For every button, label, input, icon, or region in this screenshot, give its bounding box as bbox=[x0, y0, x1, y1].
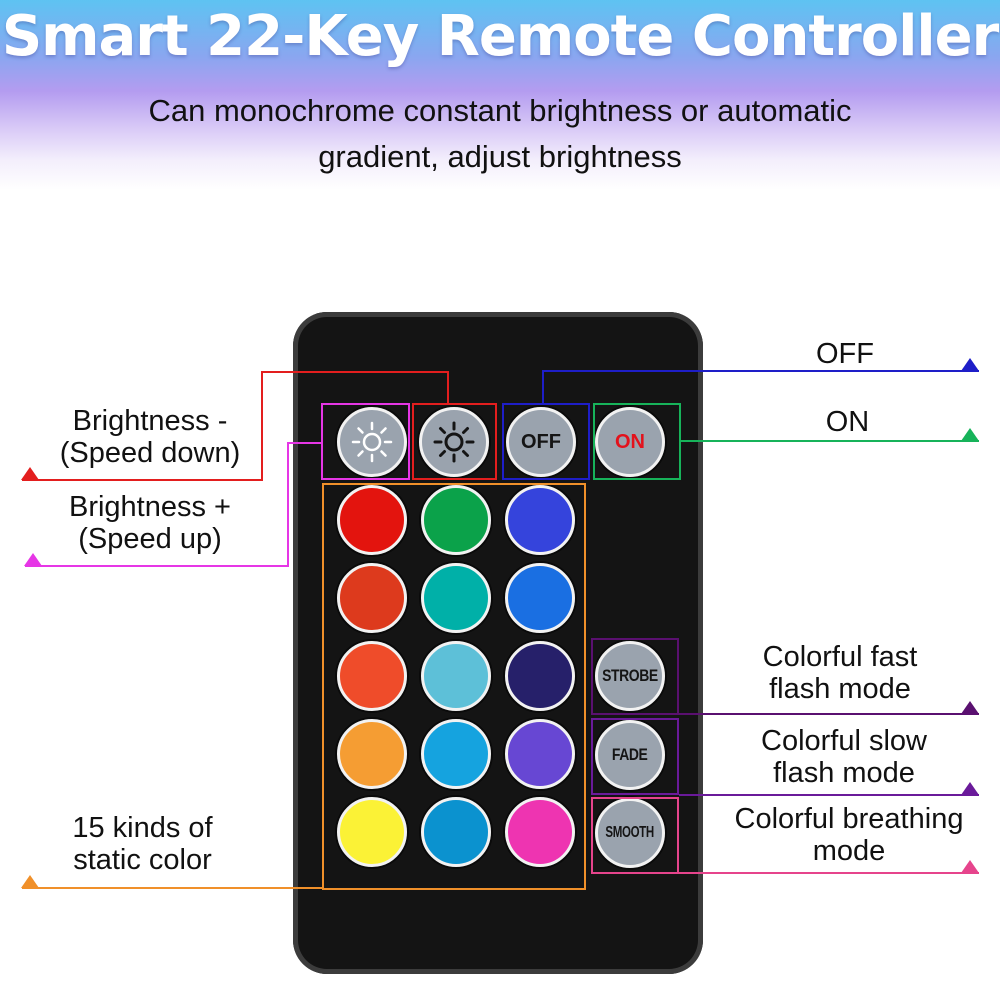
off-highlight-box bbox=[502, 403, 590, 480]
color-button-11[interactable] bbox=[421, 719, 491, 789]
brightness-plus-leader-vertical bbox=[287, 442, 289, 567]
off-arrow-marker bbox=[961, 358, 979, 371]
on-arrow-marker bbox=[961, 428, 979, 441]
smooth-button[interactable]: SMOOTH bbox=[595, 798, 665, 868]
fade-line-1: Colorful slow bbox=[761, 725, 927, 757]
strobe-highlight-box bbox=[591, 638, 679, 715]
brightness-minus-line-1: Brightness - bbox=[72, 405, 228, 437]
brightness-minus-leader-top bbox=[261, 371, 449, 373]
color-button-13[interactable] bbox=[337, 797, 407, 867]
on-button[interactable]: ON bbox=[595, 407, 665, 477]
color-button-7[interactable] bbox=[337, 641, 407, 711]
on-callout-label: ON bbox=[825, 406, 870, 438]
color-button-6[interactable] bbox=[505, 563, 575, 633]
color-button-4[interactable] bbox=[337, 563, 407, 633]
brightness-plus-line-2: (Speed up) bbox=[78, 523, 222, 555]
color-button-9[interactable] bbox=[505, 641, 575, 711]
fade-highlight-box bbox=[591, 718, 679, 795]
brightness-plus-arrow-marker bbox=[24, 553, 42, 566]
fade-callout-label: Colorful slow flash mode bbox=[724, 725, 964, 789]
brightness-minus-line-2: (Speed down) bbox=[59, 437, 241, 469]
color-button-8[interactable] bbox=[421, 641, 491, 711]
brightness-minus-leader-bottom bbox=[22, 479, 263, 481]
page-subtitle: Can monochrome constant brightness or au… bbox=[50, 88, 950, 180]
color-button-12[interactable] bbox=[505, 719, 575, 789]
off-button[interactable]: OFF bbox=[506, 407, 576, 477]
static-color-line-1: 15 kinds of bbox=[72, 812, 213, 844]
off-leader-vertical bbox=[542, 370, 544, 405]
color-button-5[interactable] bbox=[421, 563, 491, 633]
smooth-line-1: Colorful breathing bbox=[734, 803, 964, 835]
subtitle-line-1: Can monochrome constant brightness or au… bbox=[148, 93, 852, 128]
static-color-leader-horizontal bbox=[22, 887, 323, 889]
brightness-minus-arrow-marker bbox=[21, 467, 39, 480]
smooth-callout-label: Colorful breathing mode bbox=[718, 803, 980, 867]
strobe-button[interactable]: STROBE bbox=[595, 641, 665, 711]
color-button-2[interactable] bbox=[421, 485, 491, 555]
brightness-minus-leader-left-vertical bbox=[261, 371, 263, 481]
static-color-line-2: static color bbox=[73, 844, 212, 876]
fade-arrow-marker bbox=[961, 782, 979, 795]
color-button-15[interactable] bbox=[505, 797, 575, 867]
brightness-minus-leader-right-vertical bbox=[447, 371, 449, 404]
fade-leader-horizontal bbox=[679, 794, 979, 796]
static-color-highlight-box bbox=[322, 483, 586, 890]
brightness-down-button[interactable] bbox=[337, 407, 407, 477]
smooth-highlight-box bbox=[591, 797, 679, 874]
color-button-1[interactable] bbox=[337, 485, 407, 555]
fade-line-2: flash mode bbox=[773, 757, 915, 789]
color-button-14[interactable] bbox=[421, 797, 491, 867]
off-leader-horizontal bbox=[542, 370, 979, 372]
header-gradient-banner bbox=[0, 0, 1000, 190]
on-button-label: ON bbox=[615, 430, 645, 453]
strobe-button-label: STROBE bbox=[602, 666, 658, 685]
brightness-plus-line-1: Brightness + bbox=[68, 491, 231, 523]
strobe-leader-horizontal bbox=[679, 713, 979, 715]
off-callout-label: OFF bbox=[816, 338, 874, 370]
smooth-leader-horizontal bbox=[679, 872, 979, 874]
static-color-callout-label: 15 kinds of static color bbox=[40, 812, 245, 876]
smooth-arrow-marker bbox=[961, 860, 979, 873]
strobe-line-2: flash mode bbox=[769, 673, 911, 705]
brightness-plus-callout-label: Brightness + (Speed up) bbox=[35, 491, 265, 555]
sun-outline-icon bbox=[351, 421, 393, 463]
page-title: Smart 22-Key Remote Controller bbox=[1, 4, 999, 69]
brightness-plus-leader-top bbox=[287, 442, 322, 444]
color-button-3[interactable] bbox=[505, 485, 575, 555]
brightness-up-highlight-box bbox=[412, 403, 497, 480]
strobe-arrow-marker bbox=[961, 701, 979, 714]
strobe-callout-label: Colorful fast flash mode bbox=[720, 641, 960, 705]
color-button-10[interactable] bbox=[337, 719, 407, 789]
fade-button-label: FADE bbox=[612, 745, 648, 764]
brightness-plus-leader-bottom bbox=[25, 565, 289, 567]
static-color-arrow-marker bbox=[21, 875, 39, 888]
off-button-label: OFF bbox=[521, 430, 561, 453]
fade-button[interactable]: FADE bbox=[595, 720, 665, 790]
brightness-minus-callout-label: Brightness - (Speed down) bbox=[35, 405, 265, 469]
smooth-line-2: mode bbox=[812, 835, 886, 867]
strobe-line-1: Colorful fast bbox=[762, 641, 918, 673]
on-leader-horizontal bbox=[681, 440, 979, 442]
on-highlight-box bbox=[593, 403, 681, 480]
brightness-down-highlight-box bbox=[321, 403, 410, 480]
brightness-up-button[interactable] bbox=[419, 407, 489, 477]
subtitle-line-2: gradient, adjust brightness bbox=[318, 139, 682, 174]
sun-bold-icon bbox=[433, 421, 475, 463]
smooth-button-label: SMOOTH bbox=[605, 824, 655, 841]
